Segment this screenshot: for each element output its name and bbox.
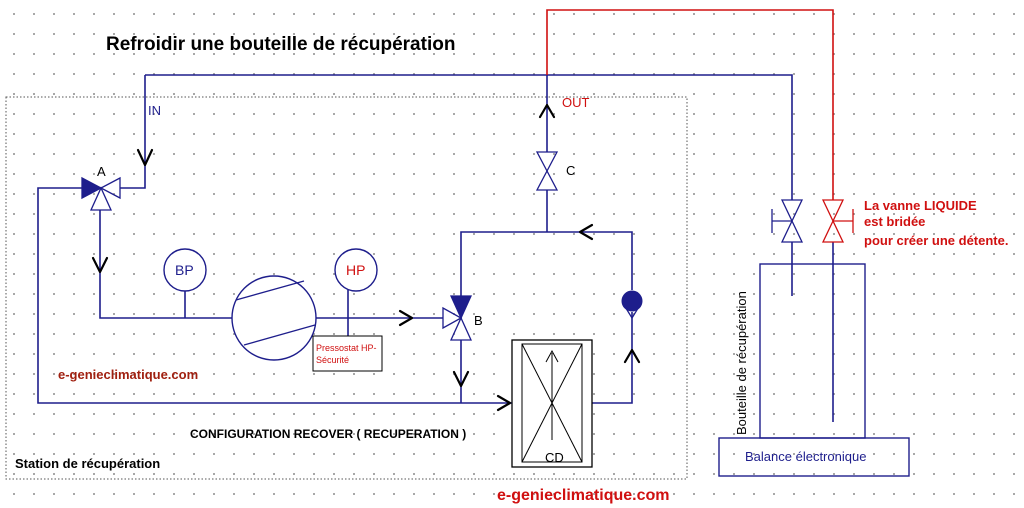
- arrow-valve-b-down: [452, 370, 470, 388]
- arrow-return-left: [578, 223, 594, 241]
- valve-a-label: A: [97, 164, 106, 179]
- valve-b-label: B: [474, 313, 483, 328]
- note-line-2: est bridée: [864, 214, 925, 229]
- pressostat-label-line2: Sécurité: [316, 355, 349, 365]
- condenser-icon: [511, 339, 593, 468]
- hp-gauge: [334, 248, 378, 292]
- valve-a[interactable]: [81, 176, 121, 211]
- pipe-suction: [99, 210, 232, 319]
- compressor-icon: [231, 275, 317, 361]
- arrow-suction-down: [91, 256, 109, 274]
- pressostat-label-line1: Pressostat HP-: [316, 343, 377, 353]
- note-line-3: pour créer une détente.: [864, 233, 1008, 248]
- arrow-discharge: [398, 309, 414, 327]
- bottle-liquid-valve[interactable]: [821, 199, 854, 243]
- arrow-condenser-in: [496, 394, 512, 412]
- liquid-line: [546, 9, 834, 200]
- electronic-balance: [718, 437, 910, 477]
- hp-gauge-label: HP: [346, 262, 365, 278]
- recovery-bottle: [759, 263, 866, 439]
- pipe-in-vapour: [145, 74, 793, 200]
- balance-label: Balance électronique: [745, 449, 866, 464]
- diagram-title: Refroidir une bouteille de récupération: [106, 34, 455, 55]
- bp-gauge: [163, 248, 207, 292]
- station-label: Station de récupération: [15, 456, 160, 471]
- pipe-condenser-out: [592, 312, 633, 404]
- pressostat-box: [312, 335, 383, 372]
- arrow-in: [136, 148, 154, 167]
- valve-c[interactable]: [535, 151, 559, 191]
- arrow-out-up: [538, 103, 556, 119]
- pipe-network: [37, 74, 793, 404]
- note-line-1: La vanne LIQUIDE: [864, 198, 977, 213]
- station-frame: [5, 96, 688, 480]
- arrow-condenser-up: [623, 348, 641, 364]
- out-label: OUT: [562, 95, 590, 110]
- bp-gauge-label: BP: [175, 262, 194, 278]
- bottle-label: Bouteille de récupération: [734, 291, 749, 435]
- condenser-label: CD: [545, 450, 564, 465]
- pipe-in-to-valve-a: [120, 75, 146, 189]
- pipe-bypass-loop: [37, 187, 512, 404]
- pipe-liquid-red: [546, 9, 834, 200]
- configuration-label: CONFIGURATION RECOVER ( RECUPERATION ): [190, 427, 466, 441]
- in-label: IN: [148, 103, 161, 118]
- sight-glass-icon: [621, 290, 643, 320]
- bottle-vapour-valve[interactable]: [771, 199, 804, 243]
- valve-c-label: C: [566, 163, 575, 178]
- watermark-bottom: e-genieclimatique.com: [497, 487, 670, 504]
- watermark-inner: e-genieclimatique.com: [58, 367, 198, 382]
- valve-b[interactable]: [442, 295, 473, 341]
- flow-arrows: [91, 103, 641, 412]
- pipe-condenser-return: [460, 231, 633, 296]
